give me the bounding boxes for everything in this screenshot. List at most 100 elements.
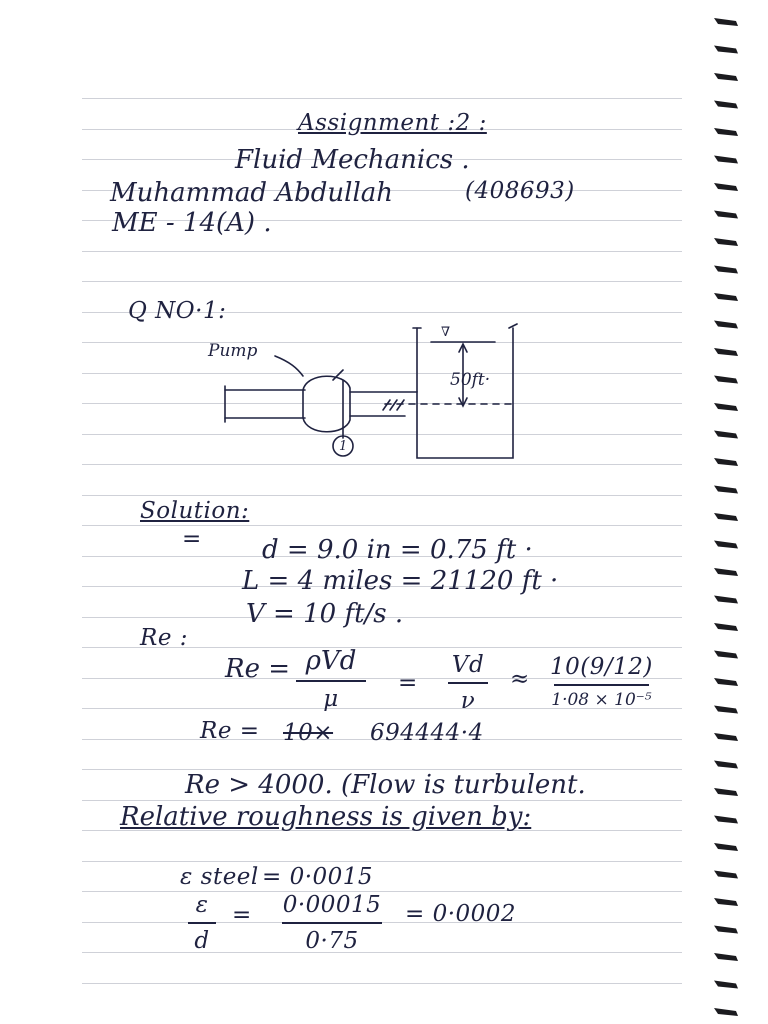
roughness-note: Relative roughness is given by: bbox=[120, 802, 532, 832]
spiral-ring bbox=[714, 45, 738, 54]
reynolds-den-2: ν bbox=[460, 687, 476, 714]
ruled-line bbox=[82, 922, 682, 923]
solution-equals-mark: = bbox=[182, 526, 202, 552]
spiral-ring bbox=[714, 320, 738, 329]
eps-over-d-fraction: ε d bbox=[188, 892, 216, 954]
spiral-ring bbox=[714, 430, 738, 439]
ruled-line bbox=[82, 434, 682, 435]
spiral-ring bbox=[714, 348, 738, 356]
height-label: 50ft· bbox=[450, 370, 491, 390]
ruled-line bbox=[82, 678, 682, 679]
spiral-ring bbox=[714, 623, 738, 631]
spiral-ring bbox=[714, 265, 738, 274]
spiral-ring bbox=[714, 815, 738, 824]
reynolds-num-3: 10(9/12) bbox=[550, 654, 653, 680]
entrance-hatch bbox=[382, 399, 405, 411]
ruled-line bbox=[82, 495, 682, 496]
pump-label-arrow bbox=[274, 355, 304, 377]
eps-frac-num: ε bbox=[195, 892, 209, 918]
reynolds-result-lhs: Re = bbox=[200, 718, 260, 744]
given-diameter: d = 9.0 in = 0.75 ft · bbox=[262, 535, 533, 565]
reynolds-den-1: μ bbox=[323, 685, 339, 712]
reynolds-approx: ≈ bbox=[510, 666, 530, 692]
ruled-line bbox=[82, 769, 682, 770]
spiral-ring bbox=[714, 788, 738, 796]
spiral-ring bbox=[714, 1008, 738, 1016]
ruled-line bbox=[82, 647, 682, 648]
reynolds-fraction-2: Vd ν bbox=[448, 652, 488, 714]
spiral-ring bbox=[714, 843, 738, 851]
assignment-title: Assignment :2 : bbox=[298, 110, 487, 136]
spiral-ring bbox=[714, 18, 738, 26]
ruled-line bbox=[82, 159, 682, 160]
given-length: L = 4 miles = 21120 ft · bbox=[242, 566, 559, 596]
ruled-line bbox=[82, 952, 682, 953]
eps-equals: = bbox=[232, 902, 252, 928]
section-label: ME - 14(A) . bbox=[112, 208, 272, 238]
spiral-ring bbox=[714, 760, 738, 769]
surface-marker: ∇ bbox=[441, 325, 451, 340]
spiral-ring bbox=[714, 403, 738, 411]
ruled-line bbox=[82, 312, 682, 313]
pump-label: Pump bbox=[208, 341, 258, 361]
eps-den: 0·75 bbox=[305, 927, 359, 954]
solution-heading: Solution: bbox=[140, 498, 250, 524]
spiral-ring bbox=[714, 925, 738, 934]
student-id: (408693) bbox=[465, 178, 575, 204]
spiral-ring bbox=[714, 513, 738, 521]
spiral-ring bbox=[714, 458, 738, 466]
spiral-ring bbox=[714, 733, 738, 741]
spiral-ring bbox=[714, 183, 738, 191]
ruled-line bbox=[82, 739, 682, 740]
spiral-ring bbox=[714, 870, 738, 879]
reynolds-fraction-1: ρVd μ bbox=[296, 646, 366, 712]
reynolds-struck-text: 10× bbox=[283, 720, 334, 746]
spiral-ring bbox=[714, 953, 738, 961]
spiral-ring bbox=[714, 678, 738, 686]
ruled-line bbox=[82, 861, 682, 862]
ruled-line bbox=[82, 617, 682, 618]
point-1-circle bbox=[332, 435, 354, 457]
ruled-line bbox=[82, 708, 682, 709]
spiral-ring bbox=[714, 705, 738, 714]
ruled-line bbox=[82, 98, 682, 99]
ruled-line bbox=[82, 129, 682, 130]
reynolds-lhs: Re = bbox=[225, 654, 291, 684]
pump-tank-diagram bbox=[224, 323, 518, 459]
spiral-ring bbox=[714, 898, 738, 906]
reynolds-num-1: ρVd bbox=[305, 646, 357, 676]
ruled-line bbox=[82, 342, 682, 343]
ruled-line bbox=[82, 891, 682, 892]
ruled-line bbox=[82, 556, 682, 557]
spiral-ring bbox=[714, 238, 738, 246]
reynolds-label: Re : bbox=[140, 625, 188, 651]
outlet-pipe-upper-and-tank bbox=[349, 327, 514, 459]
eps-value-fraction: 0·00015 0·75 bbox=[282, 892, 382, 954]
flow-note: Re > 4000. (Flow is turbulent. bbox=[185, 770, 586, 800]
ruled-line bbox=[82, 251, 682, 252]
question-label: Q NO·1: bbox=[128, 298, 227, 324]
spiral-binding bbox=[714, 18, 738, 1016]
ruled-line bbox=[82, 190, 682, 191]
given-velocity: V = 10 ft/s . bbox=[246, 599, 404, 629]
subject-title: Fluid Mechanics . bbox=[235, 145, 470, 175]
eps-frac-den: d bbox=[194, 927, 210, 954]
spiral-ring bbox=[714, 293, 738, 301]
ruled-line bbox=[82, 800, 682, 801]
reynolds-equals: = bbox=[398, 670, 418, 696]
student-name: Muhammad Abdullah bbox=[110, 178, 394, 208]
ruled-line bbox=[82, 220, 682, 221]
reynolds-num-2: Vd bbox=[451, 652, 485, 678]
spiral-ring bbox=[714, 650, 738, 659]
spiral-ring bbox=[714, 155, 738, 164]
ruled-line bbox=[82, 830, 682, 831]
ruled-line bbox=[82, 281, 682, 282]
ruled-line bbox=[82, 525, 682, 526]
reynolds-fraction-3: 10(9/12) 1·08 × 10⁻⁵ bbox=[550, 654, 653, 710]
ruled-line bbox=[82, 983, 682, 984]
spiral-ring bbox=[714, 375, 738, 384]
eps-steel-value: = 0·0015 bbox=[262, 864, 374, 890]
ruled-line bbox=[82, 403, 682, 404]
ruled-line bbox=[82, 586, 682, 587]
